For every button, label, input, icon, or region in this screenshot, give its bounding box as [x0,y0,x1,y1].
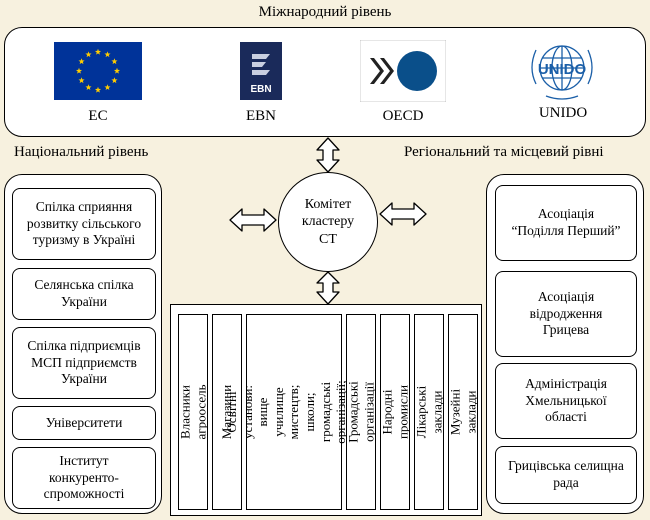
local-item-medical-label: Лікарські заклади [413,385,444,439]
eu-star [104,51,111,58]
national-item-universities: Університети [12,406,156,440]
ebn-logo-text: EBN [250,84,271,95]
unido-caption: UNIDO [538,105,588,121]
oecd-logo-icon [360,40,446,102]
cluster-committee-node: Комітет кластеру СТ [278,172,378,272]
arrow-center-local [316,271,340,305]
national-item-rural-tourism-union: Спілка сприяння розвитку сільського тури… [12,188,156,260]
oecd-caption: OECD [382,108,424,124]
local-item-education: Освітні установи: вище училище мистецтв;… [224,314,364,510]
eu-star [113,67,121,74]
local-item-museums: Музейні заклади [447,314,478,510]
eu-flag-icon [54,42,142,100]
eu-star [104,84,111,91]
arrow-center-regional [379,202,427,226]
eu-star [111,58,118,65]
local-item-public-organizations: Громадські організації [345,314,376,510]
eu-star [94,48,102,55]
regional-item-hrytsiv-council: Грицівська селищна рада [495,446,637,504]
eu-star [78,58,85,65]
arrow-center-national [229,208,277,232]
regional-item-khmelnytskyi-administration: Адміністрація Хмельницької області [495,363,637,439]
local-item-agro-homesteads: Власники агроосель [177,314,208,510]
local-item-public-organizations-label: Громадські організації [345,381,376,443]
eu-star [111,77,118,84]
local-item-agro-homesteads-label: Власники агроосель [177,384,208,440]
unido-logo-icon: UNIDO [531,45,593,100]
eu-star [75,67,83,74]
local-item-museums-label: Музейні заклади [447,388,478,436]
arrow-center-international [316,137,340,173]
national-item-peasant-union: Селянська спілка України [12,268,156,320]
national-item-sme-union: Спілка підприємців МСП підприємств Украї… [12,327,156,399]
regional-item-hrytsiv-association: Асоціація відродження Грицева [495,271,637,357]
eu-star [78,77,85,84]
eu-star [85,51,92,58]
eu-caption: ЕС [88,108,108,124]
national-item-competitiveness-institute: Інститут конкуренто- спроможності [12,447,156,509]
eu-star [94,86,102,93]
ebn-logo-icon: EBN [240,42,282,100]
local-item-medical: Лікарські заклади [413,314,444,510]
unido-logo-text: UNIDO [538,61,587,78]
international-level-title: Міжнародний рівень [258,4,392,20]
local-item-shops: Магазини [212,314,242,510]
ebn-caption: EBN [246,108,276,124]
national-level-title: Національний рівень [14,144,149,160]
regional-level-title: Регіональний та місцевий рівні [404,144,604,160]
local-item-folk-crafts: Народні промисли [379,314,410,510]
eu-star [85,84,92,91]
local-item-education-label: Освітні установи: вище училище мистецтв;… [223,380,364,444]
local-item-folk-crafts-label: Народні промисли [379,384,410,440]
regional-item-podillia-association: Асоціація “Поділля Перший” [495,185,637,261]
